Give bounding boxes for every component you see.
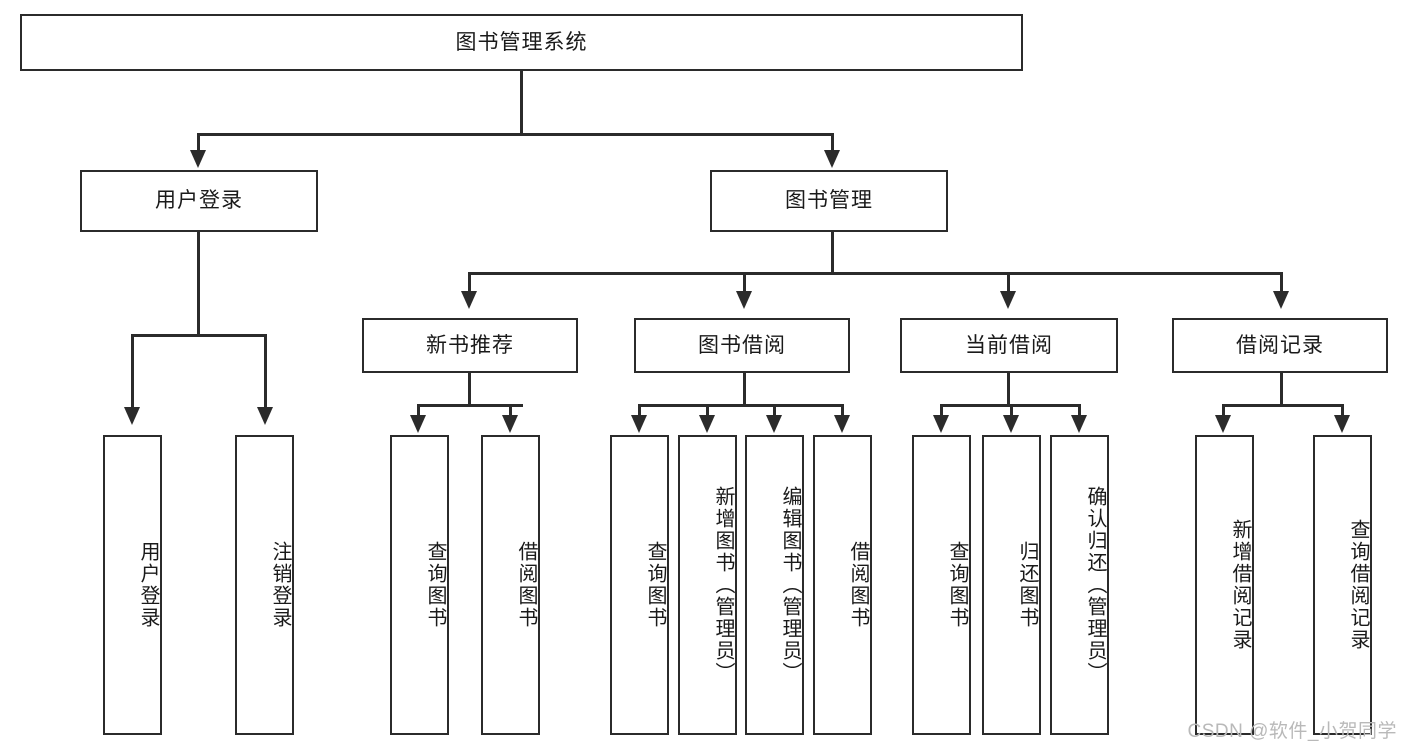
node-borrow-record-label: 借阅记录: [1236, 333, 1324, 357]
node-book-borrow[interactable]: 图书借阅: [634, 318, 850, 373]
arrowhead-current-borrow-1: [933, 415, 949, 433]
node-leaf-user-login[interactable]: 用户登录: [103, 435, 162, 735]
node-leaf-confirm-return[interactable]: 确认归还（管理员）: [1050, 435, 1109, 735]
node-leaf-query-book-3[interactable]: 查询图书: [912, 435, 971, 735]
connector-new-book-drop-1: [417, 404, 420, 418]
node-new-book-recommend[interactable]: 新书推荐: [362, 318, 578, 373]
connector-root-stem: [520, 71, 523, 135]
arrowhead-book-borrow-1: [631, 415, 647, 433]
node-leaf-query-record-label: 查询借阅记录: [1347, 519, 1369, 651]
node-leaf-query-book-2[interactable]: 查询图书: [610, 435, 669, 735]
node-book-borrow-label: 图书借阅: [698, 333, 786, 357]
node-leaf-edit-book-label: 编辑图书（管理员）: [779, 486, 801, 684]
node-book-management[interactable]: 图书管理: [710, 170, 948, 232]
arrowhead-borrow-record-1: [1215, 415, 1231, 433]
arrowhead-new-book-1: [410, 415, 426, 433]
node-leaf-user-login-label: 用户登录: [137, 541, 159, 629]
node-leaf-confirm-return-label: 确认归还（管理员）: [1084, 486, 1106, 684]
connector-root-to-book-management: [831, 133, 834, 153]
node-leaf-logout-label: 注销登录: [269, 541, 291, 629]
connector-bm-to-book-borrow: [743, 272, 746, 294]
connector-current-borrow-drop-2: [1010, 404, 1013, 418]
arrowhead-bm-to-current-borrow: [1000, 291, 1016, 309]
arrowhead-user-login-right: [257, 407, 273, 425]
node-leaf-borrow-book-2[interactable]: 借阅图书: [813, 435, 872, 735]
arrowhead-bm-to-book-borrow: [736, 291, 752, 309]
node-user-login-label: 用户登录: [155, 189, 243, 213]
node-leaf-query-book-1[interactable]: 查询图书: [390, 435, 449, 735]
arrowhead-borrow-record-2: [1334, 415, 1350, 433]
arrowhead-bm-to-borrow-record: [1273, 291, 1289, 309]
arrowhead-user-login-left: [124, 407, 140, 425]
node-leaf-logout[interactable]: 注销登录: [235, 435, 294, 735]
connector-root-bar: [197, 133, 834, 136]
connector-book-management-bar: [468, 272, 1282, 275]
connector-user-login-right-drop: [264, 334, 267, 410]
node-leaf-edit-book[interactable]: 编辑图书（管理员）: [745, 435, 804, 735]
node-root-label: 图书管理系统: [455, 30, 588, 54]
connector-book-borrow-drop-3: [773, 404, 776, 418]
connector-book-borrow-drop-4: [841, 404, 844, 418]
arrowhead-root-to-user-login: [190, 150, 206, 168]
arrowhead-bm-to-new-book: [461, 291, 477, 309]
connector-new-book-stem: [468, 373, 471, 407]
arrowhead-book-borrow-2: [699, 415, 715, 433]
connector-new-book-drop-2: [509, 404, 512, 418]
node-current-borrow-label: 当前借阅: [965, 333, 1053, 357]
node-leaf-borrow-book-1-label: 借阅图书: [515, 541, 537, 629]
connector-root-to-user-login: [197, 133, 200, 153]
node-leaf-borrow-book-2-label: 借阅图书: [847, 541, 869, 629]
node-leaf-query-book-1-label: 查询图书: [424, 541, 446, 629]
node-leaf-query-book-2-label: 查询图书: [644, 541, 666, 629]
node-root[interactable]: 图书管理系统: [20, 14, 1023, 71]
arrowhead-current-borrow-3: [1071, 415, 1087, 433]
node-leaf-add-record-label: 新增借阅记录: [1229, 519, 1251, 651]
connector-borrow-record-stem: [1280, 373, 1283, 407]
connector-user-login-left-drop: [131, 334, 134, 410]
connector-bm-to-current-borrow: [1007, 272, 1010, 294]
connector-bm-to-borrow-record: [1280, 272, 1283, 294]
node-leaf-borrow-book-1[interactable]: 借阅图书: [481, 435, 540, 735]
arrowhead-root-to-book-management: [824, 150, 840, 168]
arrowhead-current-borrow-2: [1003, 415, 1019, 433]
node-leaf-query-book-3-label: 查询图书: [946, 541, 968, 629]
node-borrow-record[interactable]: 借阅记录: [1172, 318, 1388, 373]
connector-borrow-record-drop-1: [1222, 404, 1225, 418]
node-book-management-label: 图书管理: [785, 189, 873, 213]
arrowhead-new-book-2: [502, 415, 518, 433]
node-leaf-add-record[interactable]: 新增借阅记录: [1195, 435, 1254, 735]
node-current-borrow[interactable]: 当前借阅: [900, 318, 1118, 373]
connector-book-borrow-bar: [638, 404, 843, 407]
connector-new-book-bar: [417, 404, 523, 407]
connector-borrow-record-bar: [1222, 404, 1343, 407]
node-leaf-add-book-label: 新增图书（管理员）: [712, 486, 734, 684]
connector-current-borrow-drop-3: [1078, 404, 1081, 418]
node-new-book-recommend-label: 新书推荐: [426, 333, 514, 357]
connector-book-borrow-stem: [743, 373, 746, 407]
connector-user-login-bar: [131, 334, 266, 337]
connector-book-management-stem: [831, 232, 834, 274]
connector-current-borrow-drop-1: [940, 404, 943, 418]
connector-current-borrow-stem: [1007, 373, 1010, 407]
node-leaf-return-book[interactable]: 归还图书: [982, 435, 1041, 735]
connector-borrow-record-drop-2: [1341, 404, 1344, 418]
connector-user-login-stem: [197, 232, 200, 336]
node-leaf-return-book-label: 归还图书: [1016, 541, 1038, 629]
arrowhead-book-borrow-4: [834, 415, 850, 433]
node-leaf-add-book[interactable]: 新增图书（管理员）: [678, 435, 737, 735]
node-user-login[interactable]: 用户登录: [80, 170, 318, 232]
connector-bm-to-new-book: [468, 272, 471, 294]
node-leaf-query-record[interactable]: 查询借阅记录: [1313, 435, 1372, 735]
connector-book-borrow-drop-2: [706, 404, 709, 418]
arrowhead-book-borrow-3: [766, 415, 782, 433]
connector-book-borrow-drop-1: [638, 404, 641, 418]
